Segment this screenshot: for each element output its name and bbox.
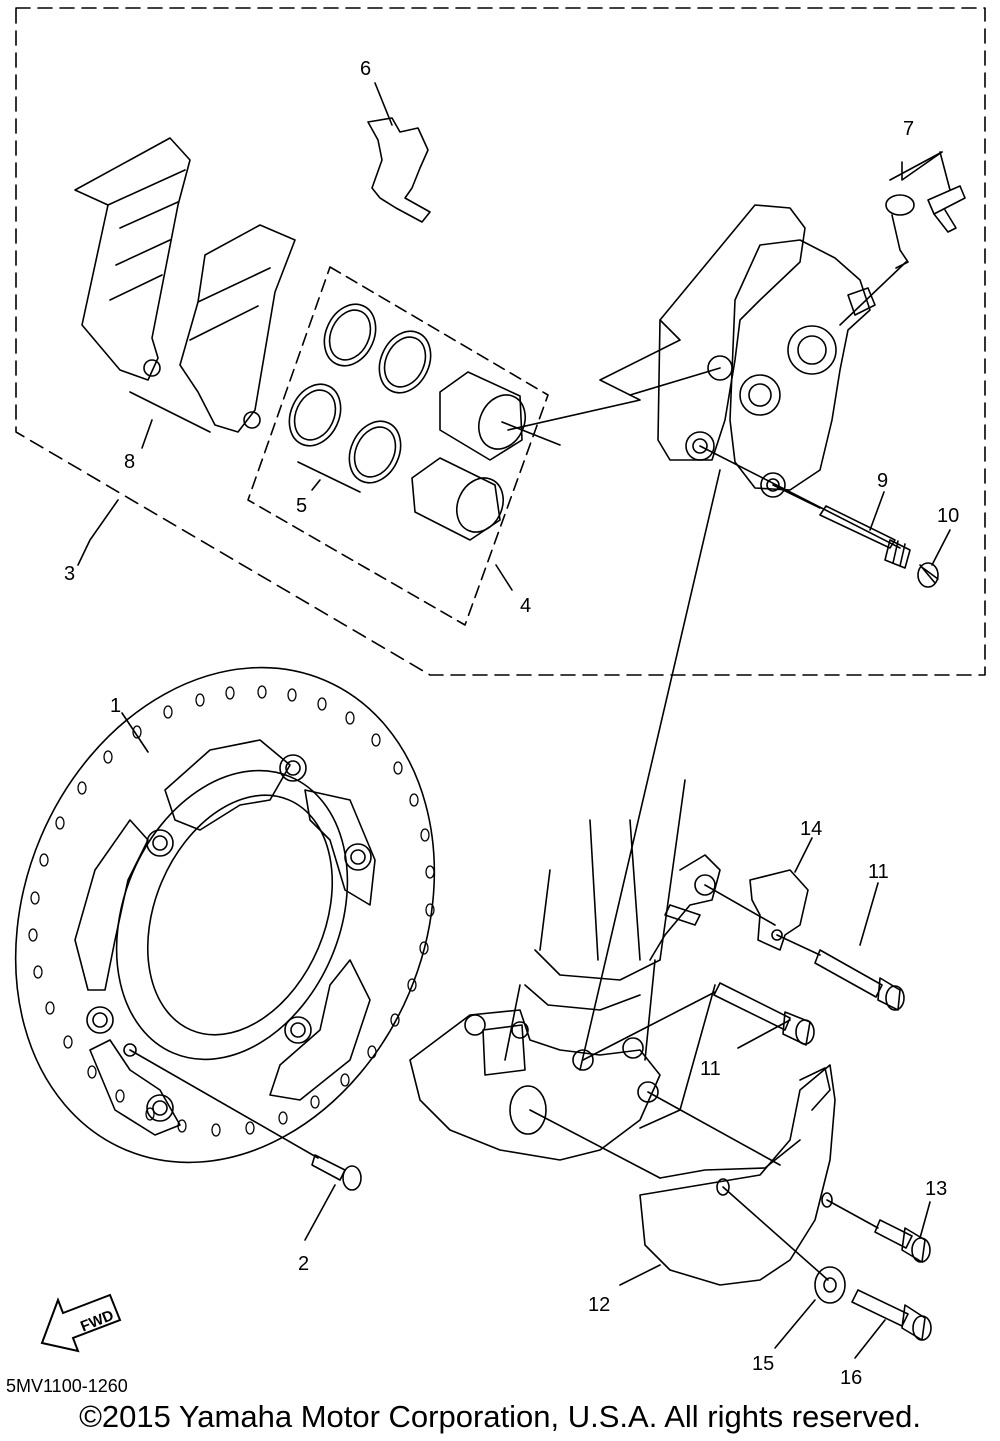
forward-arrow-icon: FWD xyxy=(40,1293,122,1353)
callout-11-b: 11 xyxy=(700,1058,721,1080)
guard-washer xyxy=(814,1266,846,1304)
callout-1: 1 xyxy=(110,695,121,717)
callout-5: 5 xyxy=(296,495,307,517)
callout-6: 6 xyxy=(360,58,371,80)
piston-kit-boundary xyxy=(247,266,549,626)
callout-2: 2 xyxy=(298,1253,309,1275)
disc-screw xyxy=(129,1049,362,1191)
callout-12: 12 xyxy=(588,1294,610,1316)
pad-spring xyxy=(367,117,431,223)
callout-16: 15 xyxy=(752,1353,774,1375)
caliper-assembly-boundary xyxy=(15,7,986,676)
brake-disc xyxy=(14,666,436,1164)
bleed-screw xyxy=(885,151,966,269)
disc-guard xyxy=(639,1064,836,1286)
callout-13: 13 xyxy=(925,1178,947,1200)
diagram-code: 5MV1100-1260 xyxy=(6,1376,128,1396)
callout-3: 3 xyxy=(64,563,75,585)
callout-labels: 6 7 8 5 3 4 9 10 1 14 11 11 13 2 12 15 1… xyxy=(64,58,959,1389)
callout-7: 7 xyxy=(903,118,914,140)
guard-bolt-lower xyxy=(713,982,815,1046)
brake-caliper xyxy=(657,204,876,498)
pad-pin xyxy=(819,505,911,569)
guard-bolt xyxy=(814,949,905,1011)
brake-pads xyxy=(74,137,296,433)
copyright-notice: ©2015 Yamaha Motor Corporation, U.S.A. A… xyxy=(79,1399,921,1434)
callout-8: 8 xyxy=(124,451,135,473)
front-fork-leg xyxy=(409,779,721,1161)
disc-vent-holes xyxy=(28,685,435,1137)
callout-15: 14 xyxy=(800,818,822,840)
piston-seals xyxy=(288,303,432,484)
guard-bolt-14 xyxy=(851,1289,932,1341)
pin-plug xyxy=(917,562,939,588)
pistons xyxy=(411,371,526,541)
callout-11: 11 xyxy=(868,861,889,883)
callout-9: 9 xyxy=(877,470,888,492)
callout-10: 10 xyxy=(937,505,959,527)
callout-4: 4 xyxy=(520,595,531,617)
callout-14: 16 xyxy=(840,1367,862,1389)
guard-bolt-13 xyxy=(874,1219,931,1263)
guard-protector xyxy=(749,869,809,951)
